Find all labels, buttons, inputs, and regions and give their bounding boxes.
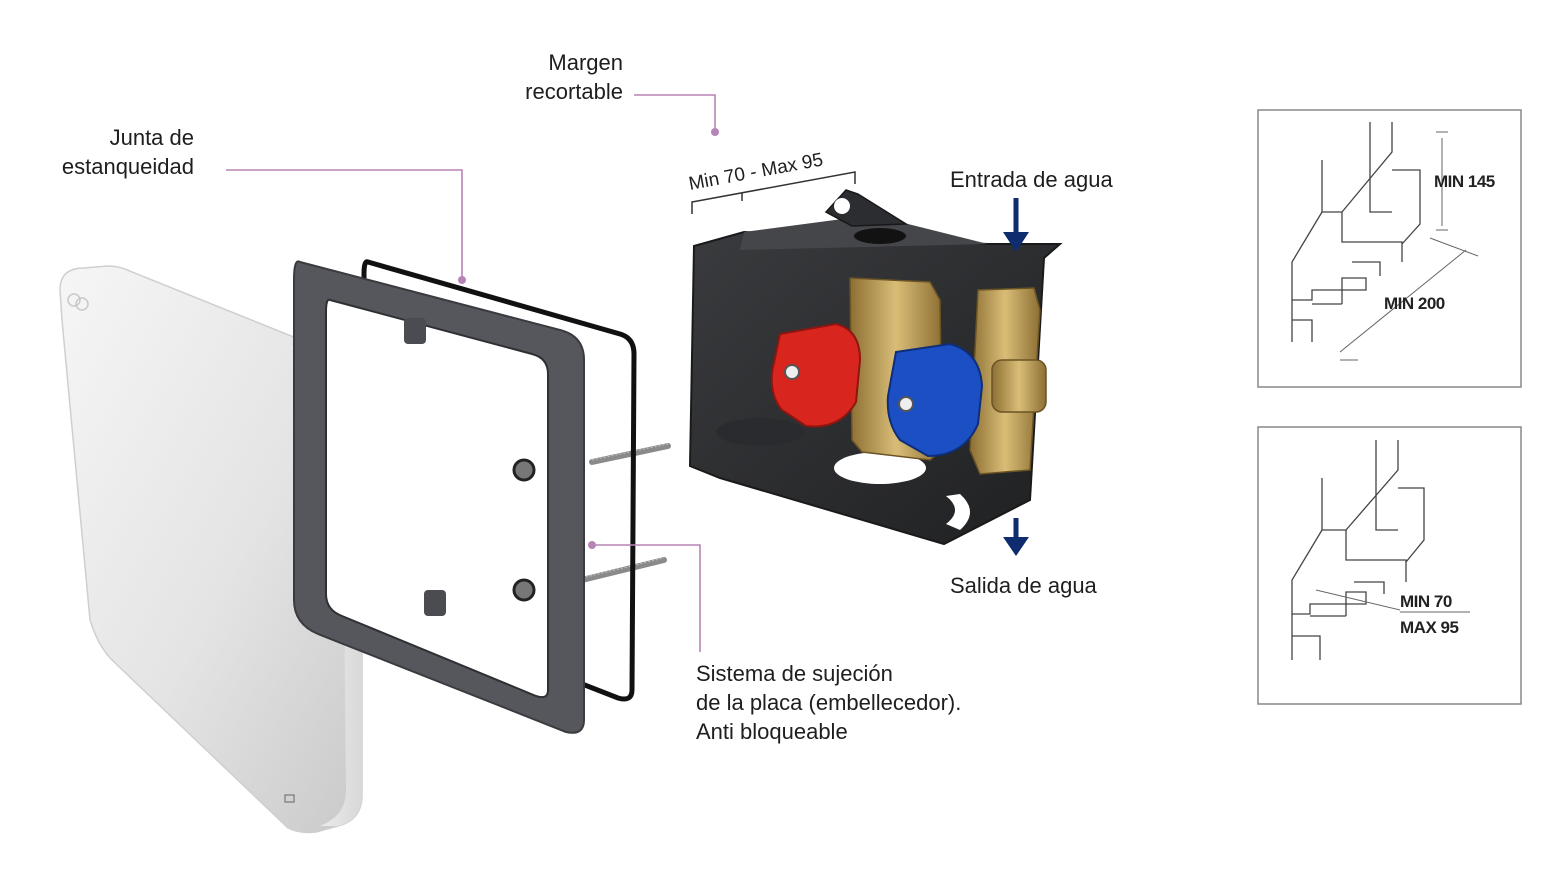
leader-margin (634, 94, 716, 128)
mounting-frame (293, 260, 585, 734)
valve-box (688, 189, 1063, 546)
water-out-arrow-icon (1003, 518, 1029, 556)
label-fixing-system: Sistema de sujeción de la placa (embelle… (696, 661, 962, 744)
label-water-out: Salida de agua (950, 573, 1097, 598)
label-margin: Margen recortable (525, 50, 623, 104)
range-label: Min 70 - Max 95 (687, 149, 825, 194)
logo-icon (67, 293, 89, 311)
water-in-arrow-icon (1003, 198, 1029, 252)
label-water-in: Entrada de agua (950, 167, 1113, 192)
leader-gasket (226, 169, 463, 278)
detail-panel-top: MIN 145 MIN 200 (1257, 109, 1522, 388)
plate-mark-icon (284, 794, 295, 803)
detail-min-width: MIN 200 (1384, 294, 1445, 313)
gasket (361, 259, 637, 702)
mounting-tab (824, 189, 909, 227)
detail-min-depth: MIN 70 (1400, 592, 1452, 611)
detail-max-depth: MAX 95 (1400, 618, 1458, 637)
detail-panel-bottom: MIN 70 MAX 95 (1257, 426, 1522, 705)
range-bracket (691, 171, 856, 214)
hot-valve-knob (770, 322, 862, 428)
leader-fixing (594, 544, 701, 652)
leader-dot-gasket (458, 276, 466, 284)
cold-valve-knob (886, 342, 984, 458)
leader-dot-margin (711, 128, 719, 136)
label-gasket: Junta de estanqueidad (61, 125, 194, 179)
leader-dot-fixing (588, 541, 596, 549)
detail-min-height: MIN 145 (1434, 172, 1495, 191)
leader-lines (226, 94, 716, 652)
